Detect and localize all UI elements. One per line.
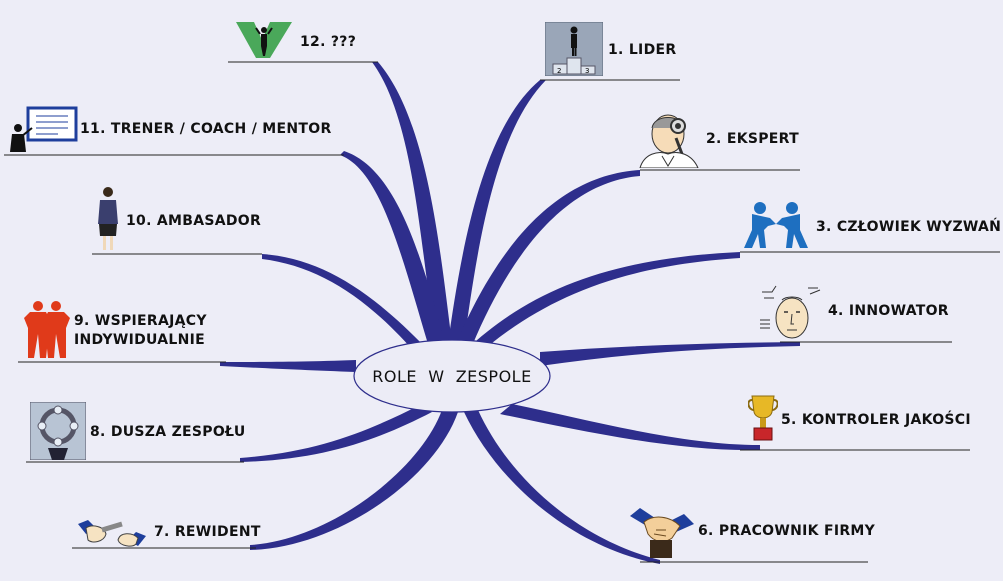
branch-8 [240,405,432,462]
branch-9 [220,360,356,372]
branch-6 [464,410,660,564]
supporting-people-icon [24,301,70,358]
podium-icon: 2 3 [545,22,603,76]
role-label-9-line1: 9. WSPIERAJĄCY [74,313,207,329]
branch-10 [262,254,426,356]
team-circle-icon [30,402,86,460]
role-label-5: 5. KONTROLER JAKOŚCI [781,412,971,428]
trophy-icon [748,395,778,441]
svg-text:2: 2 [557,67,561,75]
branch-12 [372,62,452,343]
role-label-9-line2: INDYWIDUALNIE [74,332,206,348]
center-label: ROLE W ZESPOLE [372,367,531,386]
role-label-3: 3. CZŁOWIEK WYZWAŃ [816,219,1002,235]
role-label-10: 10. AMBASADOR [126,213,262,229]
hands-pen-icon [78,520,146,547]
thinking-head-icon [760,285,821,339]
branch-11 [340,151,444,344]
magnifier-expert-icon [639,114,699,168]
branch-7 [250,410,458,550]
role-label-11: 11. TRENER / COACH / MENTOR [80,121,332,137]
branch-4 [540,342,800,366]
role-label-2: 2. EKSPERT [706,131,799,147]
person-crossroads-icon [236,22,292,58]
businesswoman-icon [98,187,118,250]
branch-5 [500,404,760,451]
role-label-4: 4. INNOWATOR [828,303,949,319]
presenter-board-icon [10,106,78,152]
role-label-6: 6. PRACOWNIK FIRMY [698,523,876,539]
role-label-8: 8. DUSZA ZESPOŁU [90,424,246,440]
branch-3 [466,252,740,358]
handshake-icon [630,508,694,558]
svg-text:3: 3 [585,67,589,75]
branch-1 [448,80,546,343]
role-label-7: 7. REWIDENT [154,524,261,540]
branch-2 [456,170,640,346]
fighters-icon [744,202,808,248]
role-label-12: 12. ??? [300,34,357,50]
role-label-1: 1. LIDER [608,42,677,58]
center-ellipse [353,339,551,413]
